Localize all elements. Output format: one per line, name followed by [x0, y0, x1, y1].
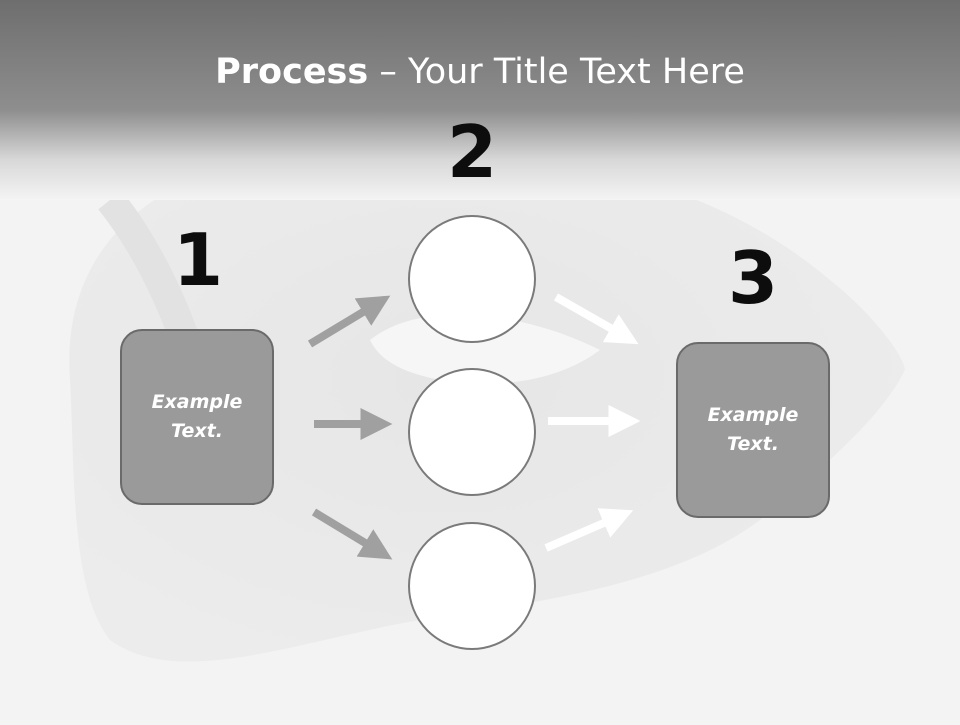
process-circle-top — [408, 215, 536, 343]
process-circle-bottom — [408, 522, 536, 650]
left-example-box: Example Text. — [120, 329, 274, 505]
slide-title: Process – Your Title Text Here — [0, 52, 960, 92]
title-bold: Process — [215, 52, 369, 92]
step-number-3: 3 — [727, 236, 779, 320]
step-number-1: 1 — [172, 218, 224, 302]
right-box-text: Example Text. — [707, 404, 799, 455]
title-rest: – Your Title Text Here — [379, 52, 745, 92]
right-example-box: Example Text. — [676, 342, 830, 518]
step-number-2: 2 — [446, 110, 498, 194]
process-circle-middle — [408, 368, 536, 496]
left-box-text: Example Text. — [151, 391, 243, 442]
